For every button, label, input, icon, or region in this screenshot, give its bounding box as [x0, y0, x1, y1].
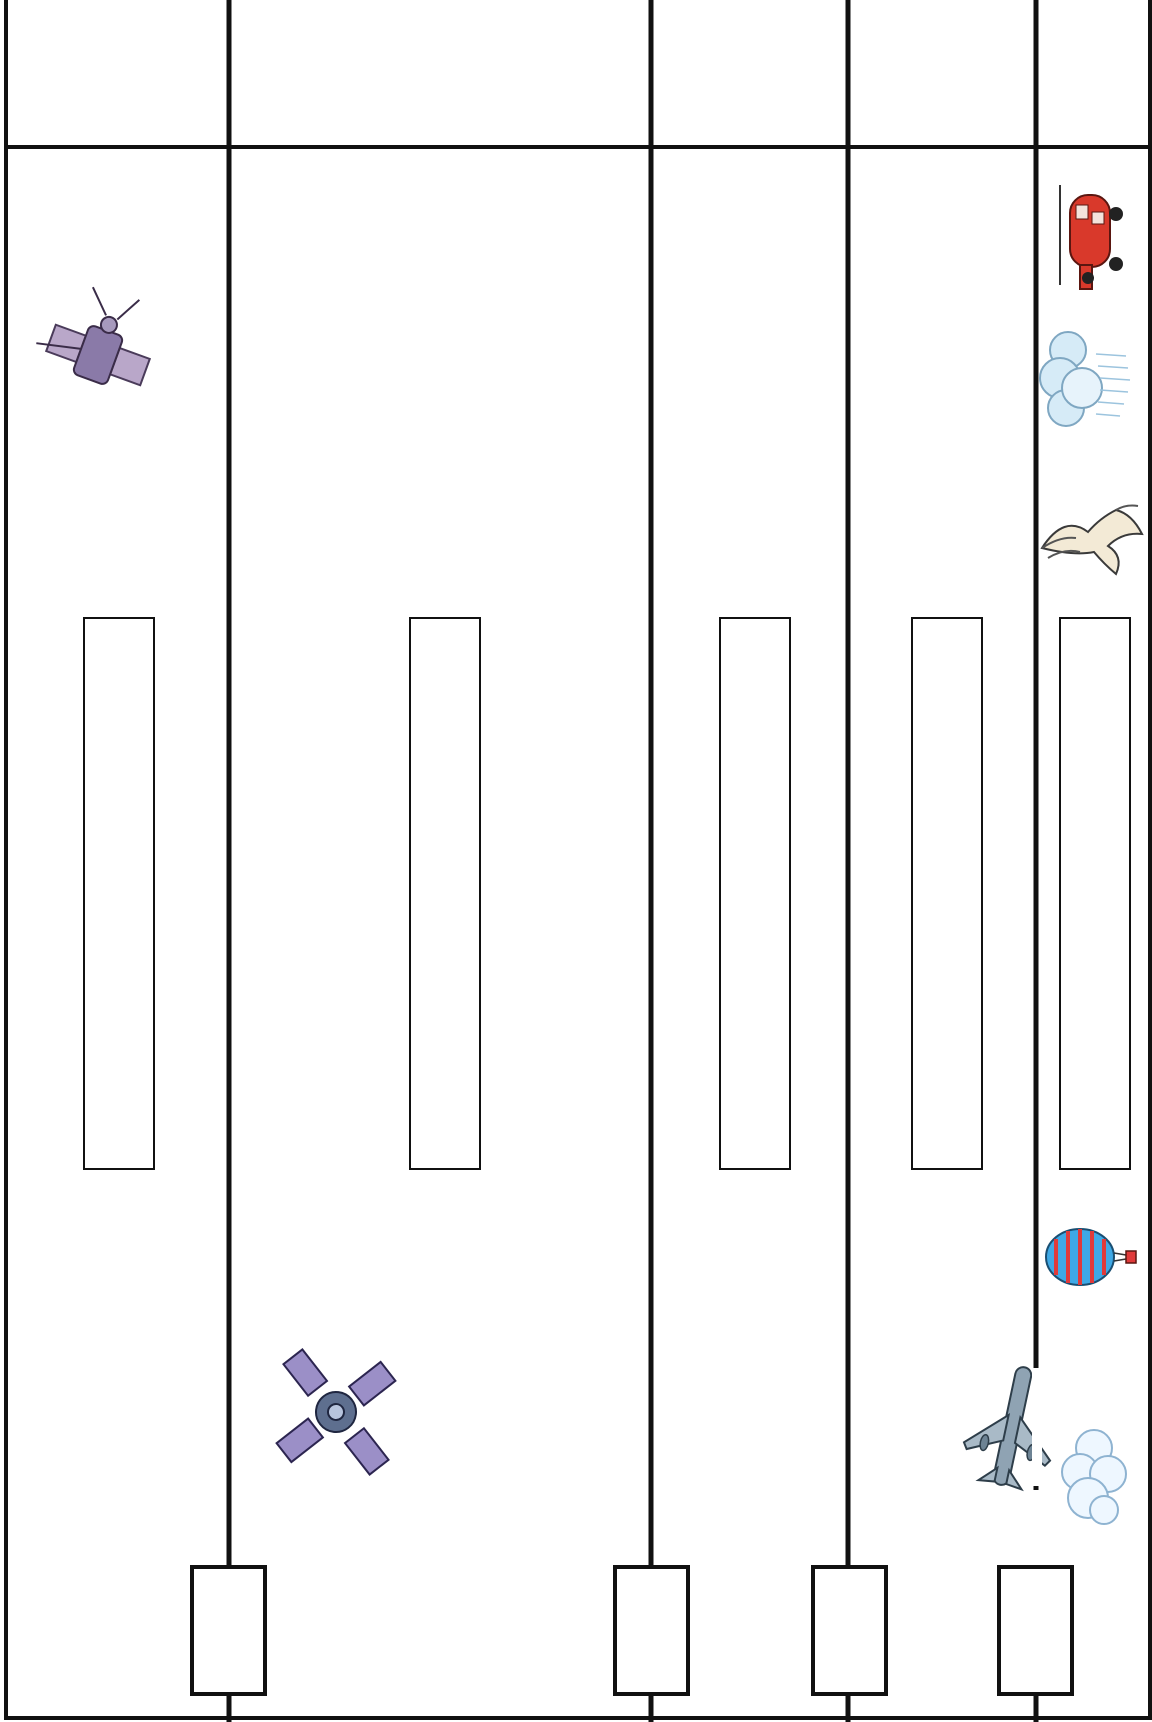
hot-air-balloon-icon — [1046, 1229, 1136, 1285]
storm-cloud-icon — [1040, 332, 1130, 426]
label-boxes — [84, 618, 1130, 1169]
satellite-icon — [31, 272, 168, 397]
space-station-icon — [241, 1316, 431, 1508]
label-box-3[interactable] — [720, 618, 790, 1169]
airplane-icon — [957, 1358, 1068, 1494]
label-box-4[interactable] — [912, 618, 982, 1169]
tab-3[interactable] — [813, 1567, 886, 1694]
tab-1[interactable] — [192, 1567, 265, 1694]
label-box-5[interactable] — [1060, 618, 1130, 1169]
tab-4[interactable] — [999, 1567, 1072, 1694]
airplane-gap — [1032, 1368, 1042, 1486]
fold-tabs — [192, 1567, 1072, 1694]
label-box-2[interactable] — [410, 618, 480, 1169]
cloud-icon — [1062, 1430, 1126, 1524]
helicopter-icon — [1060, 185, 1123, 289]
label-box-1[interactable] — [84, 618, 154, 1169]
bird-icon — [1042, 506, 1142, 575]
tab-2[interactable] — [615, 1567, 688, 1694]
